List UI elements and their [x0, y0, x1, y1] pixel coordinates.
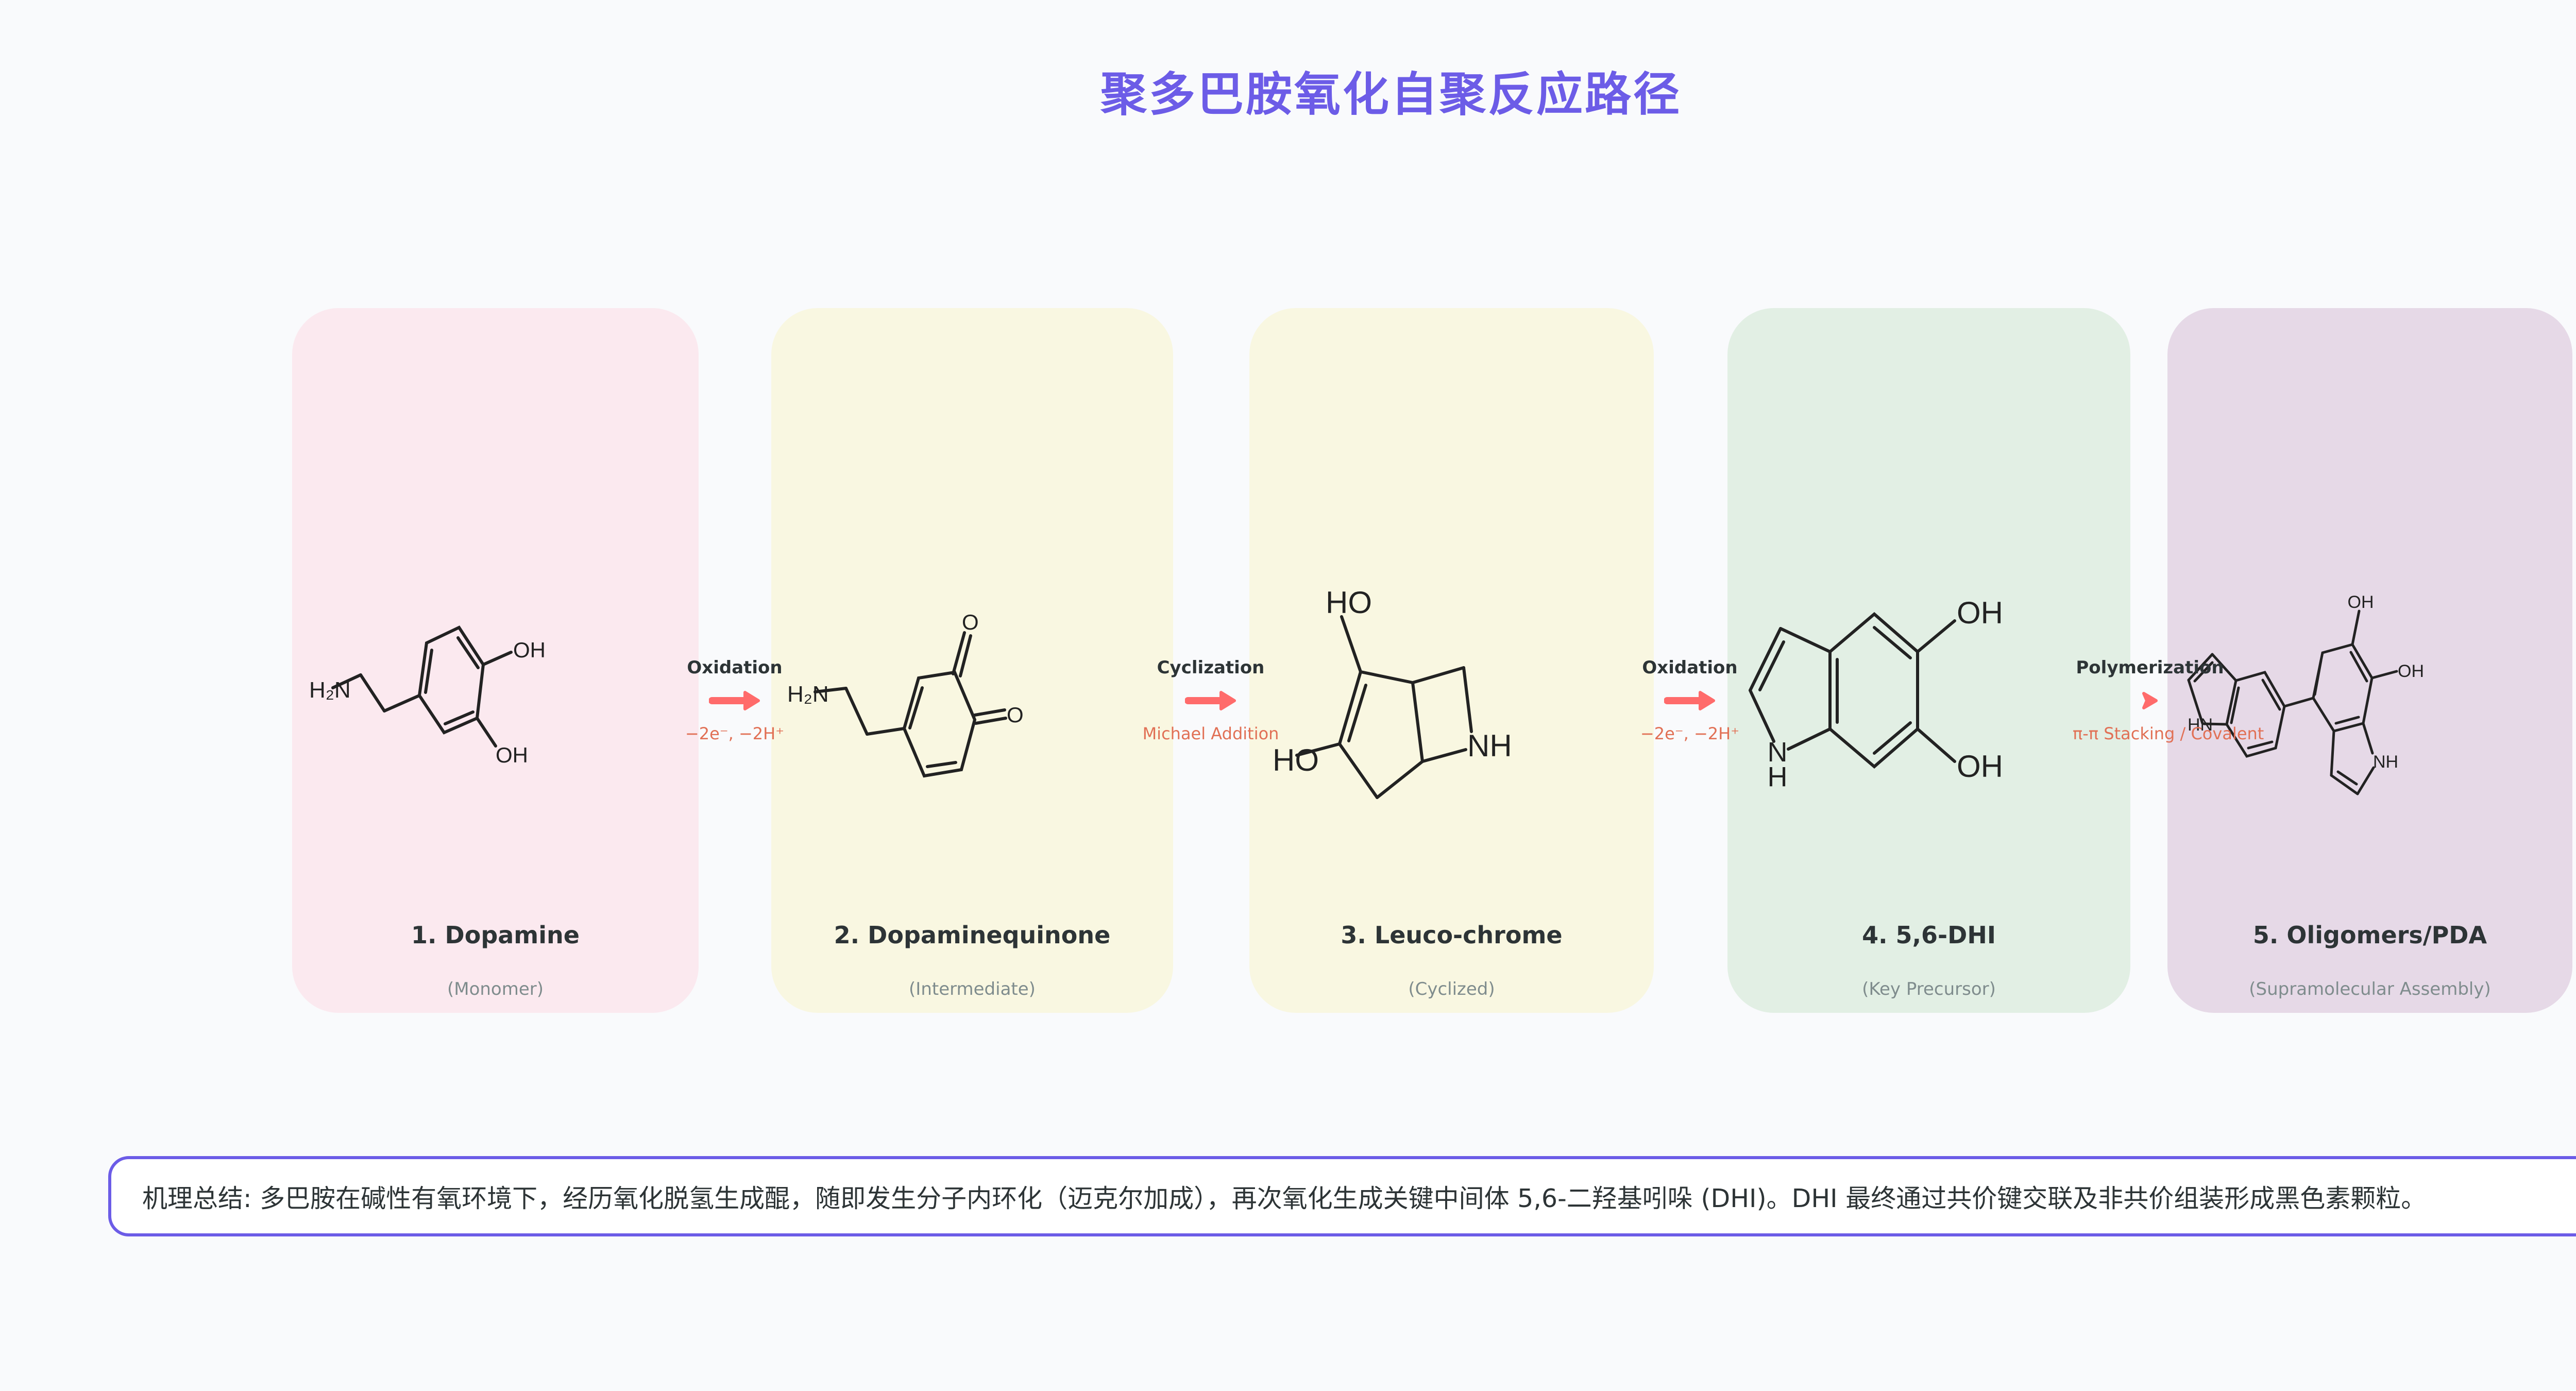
step-condition: −2e⁻, −2H⁺: [1640, 724, 1740, 743]
dhi-structure-icon: OH OH N H: [1749, 596, 2003, 792]
leucochrome-structure-icon: HO HO NH: [1273, 585, 1512, 799]
reaction-arrow-icon: [657, 680, 812, 721]
dhi-oh-bottom-label: OH: [1957, 749, 2003, 784]
stage-name: 2. Dopaminequinone: [834, 921, 1111, 949]
stage-panel-oligomers: HN OH OH NH 5. Oligomers/PDA (Supramolec…: [2167, 308, 2572, 1013]
stage-name: 4. 5,6-DHI: [1862, 921, 1996, 949]
dhi-oh-top-label: OH: [1957, 596, 2003, 630]
oligomer-structure-icon: HN OH OH NH: [2187, 592, 2424, 795]
reaction-step-polymerization: Polymerization π-π Stacking / Covalent: [2073, 655, 2264, 746]
stage-role: (Monomer): [447, 979, 544, 999]
mechanism-summary-box: 机理总结: 多巴胺在碱性有氧环境下，经历氧化脱氢生成醌，随即发生分子内环化（迈克…: [108, 1156, 2576, 1236]
dopamine-amine-label: H₂N: [309, 677, 351, 703]
stage-role: (Supramolecular Assembly): [2249, 979, 2491, 999]
reaction-arrow-icon: [1613, 680, 1767, 721]
page-title: 聚多巴胺氧化自聚反应路径: [1100, 67, 1682, 122]
dopamine-oh-top-label: OH: [513, 638, 546, 662]
reaction-arrow-icon: [2073, 680, 2227, 721]
dopamine-oh-bottom-label: OH: [496, 743, 528, 767]
reaction-step-oxidation-2: Oxidation −2e⁻, −2H⁺: [1613, 655, 1767, 746]
oligomer-nh-label: NH: [2373, 752, 2398, 772]
stage-panel-dopamine: H₂N OH OH 1. Dopamine (Monomer): [292, 308, 699, 1013]
step-label: Polymerization: [2076, 657, 2224, 678]
stage-role: (Intermediate): [909, 979, 1036, 999]
dhi-n-label: N: [1768, 737, 1788, 768]
dhi-h-label: H: [1768, 761, 1788, 792]
stage-panel-dhi: OH OH N H 4. 5,6-DHI (Key Precursor): [1727, 308, 2130, 1013]
reaction-arrow-icon: [1133, 680, 1288, 721]
oligomer-oh-right-label: OH: [2398, 661, 2424, 681]
quinone-amine-label: H₂N: [787, 682, 829, 707]
step-condition: π-π Stacking / Covalent: [2073, 724, 2264, 743]
step-condition: −2e⁻, −2H⁺: [685, 724, 785, 743]
step-condition: Michael Addition: [1142, 724, 1279, 743]
stage-name: 1. Dopamine: [411, 921, 580, 949]
stage-role: (Key Precursor): [1862, 979, 1996, 999]
stage-panel-leucochrome: HO HO NH 3. Leuco-chrome (Cyclized): [1249, 308, 1654, 1013]
stage-name: 5. Oligomers/PDA: [2252, 921, 2487, 949]
leucochrome-ho-top-label: HO: [1326, 585, 1372, 620]
quinone-o-top-label: O: [962, 610, 979, 634]
leucochrome-ho-left-label: HO: [1273, 743, 1319, 777]
mechanism-summary-text: 机理总结: 多巴胺在碱性有氧环境下，经历氧化脱氢生成醌，随即发生分子内环化（迈克…: [142, 1183, 2427, 1213]
dopaminequinone-structure-icon: H₂N O O: [787, 610, 1024, 778]
step-label: Oxidation: [1642, 657, 1738, 678]
stage-name: 3. Leuco-chrome: [1341, 921, 1563, 949]
reaction-step-cyclization: Cyclization Michael Addition: [1133, 655, 1288, 746]
reaction-step-oxidation-1: Oxidation −2e⁻, −2H⁺: [657, 655, 812, 746]
stage-panel-dopaminequinone: H₂N O O 2. Dopaminequinone (Intermediate…: [771, 308, 1173, 1013]
oligomer-oh-top-label: OH: [2348, 592, 2374, 612]
stage-role: (Cyclized): [1408, 979, 1495, 999]
dopamine-structure-icon: H₂N OH OH: [309, 625, 546, 767]
step-label: Oxidation: [687, 657, 783, 678]
leucochrome-nh-label: NH: [1467, 728, 1512, 763]
quinone-o-right-label: O: [1007, 703, 1024, 727]
step-label: Cyclization: [1157, 657, 1265, 678]
oligomer-hn-label: HN: [2188, 715, 2213, 735]
